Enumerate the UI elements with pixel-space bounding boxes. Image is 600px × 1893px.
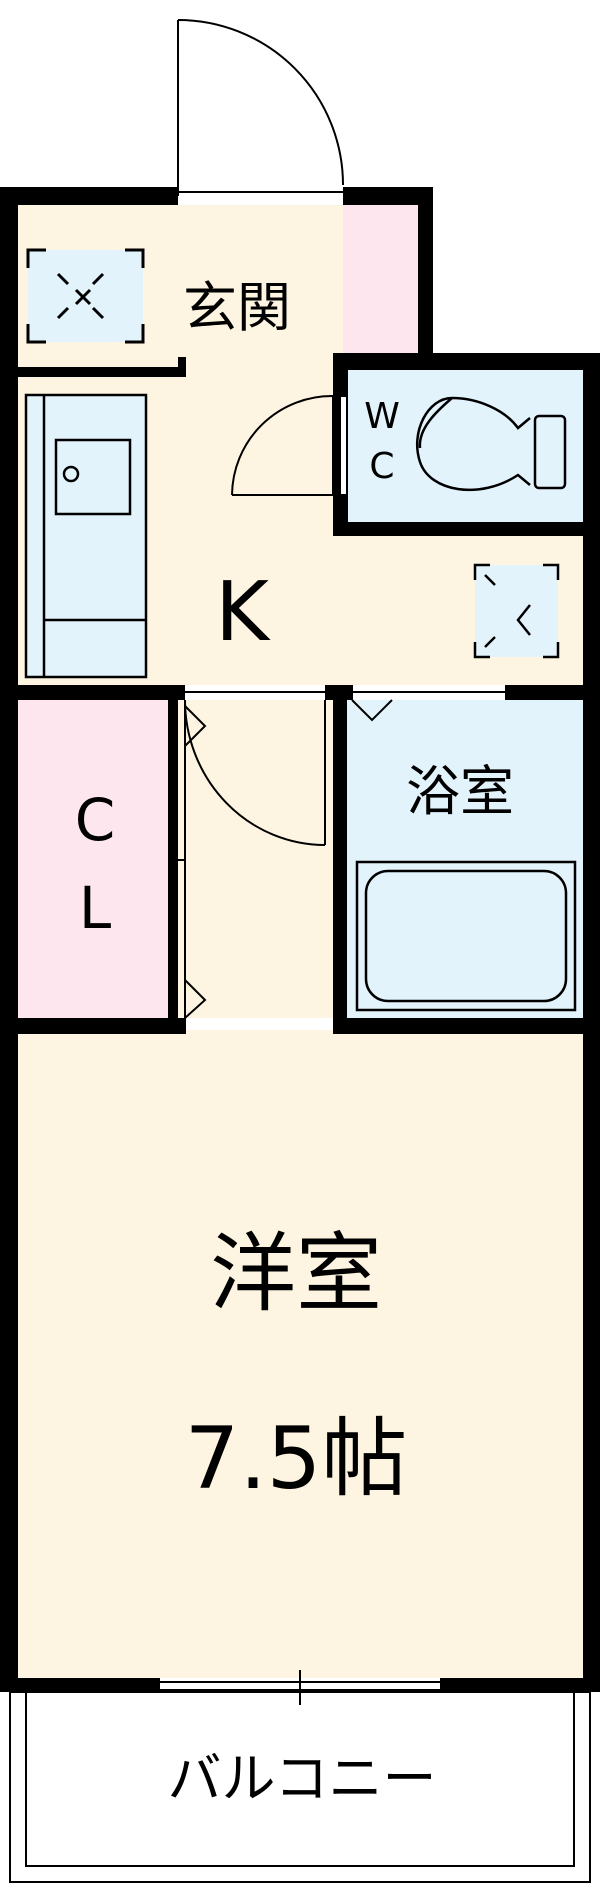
kitchen-label: K <box>215 565 271 660</box>
wall <box>343 187 431 205</box>
wall <box>178 357 186 377</box>
sink-icon <box>54 438 132 516</box>
entrance-door <box>177 19 344 196</box>
ventilation-icon <box>473 563 560 659</box>
closet-door <box>184 705 207 1019</box>
wall <box>0 1018 186 1034</box>
wall <box>0 187 178 205</box>
closet-floor <box>18 700 178 1018</box>
bathtub-icon <box>355 860 577 1012</box>
balcony <box>9 1691 591 1883</box>
wall <box>0 1678 160 1692</box>
closet-label-l: L <box>79 874 111 942</box>
wc-door <box>231 394 348 496</box>
wall <box>333 522 600 536</box>
wc-floor <box>343 370 583 525</box>
western-room-size: 7.5帖 <box>185 1409 408 1509</box>
wc-label-c: C <box>369 446 394 487</box>
entrance-storage <box>343 205 423 353</box>
wall <box>168 700 178 1034</box>
closet-label-c: C <box>75 786 116 854</box>
wall <box>333 685 347 1033</box>
shoe-storage-icon <box>26 248 145 344</box>
hallway-floor <box>178 700 333 1018</box>
western-room-floor <box>18 1030 583 1678</box>
floor-fills <box>18 205 583 1678</box>
western-room-label: 洋室 <box>210 1224 382 1324</box>
bath-door <box>350 691 505 722</box>
wall <box>333 1018 600 1034</box>
wall <box>0 685 185 700</box>
wc-label-w: W <box>364 396 400 437</box>
hallway-door <box>178 691 326 1018</box>
kitchen-counter <box>24 393 148 679</box>
bath-label: 浴室 <box>406 760 514 823</box>
wall <box>418 187 433 355</box>
wall <box>440 1678 600 1692</box>
toilet-icon <box>415 396 567 492</box>
balcony-label: バルコニー <box>168 1747 437 1810</box>
wall <box>0 187 18 1692</box>
balcony-window <box>160 1670 440 1705</box>
wall <box>18 367 178 377</box>
entrance-label: 玄関 <box>183 276 291 339</box>
wall <box>505 685 600 700</box>
drain-icon <box>62 465 80 483</box>
wall <box>333 353 600 370</box>
